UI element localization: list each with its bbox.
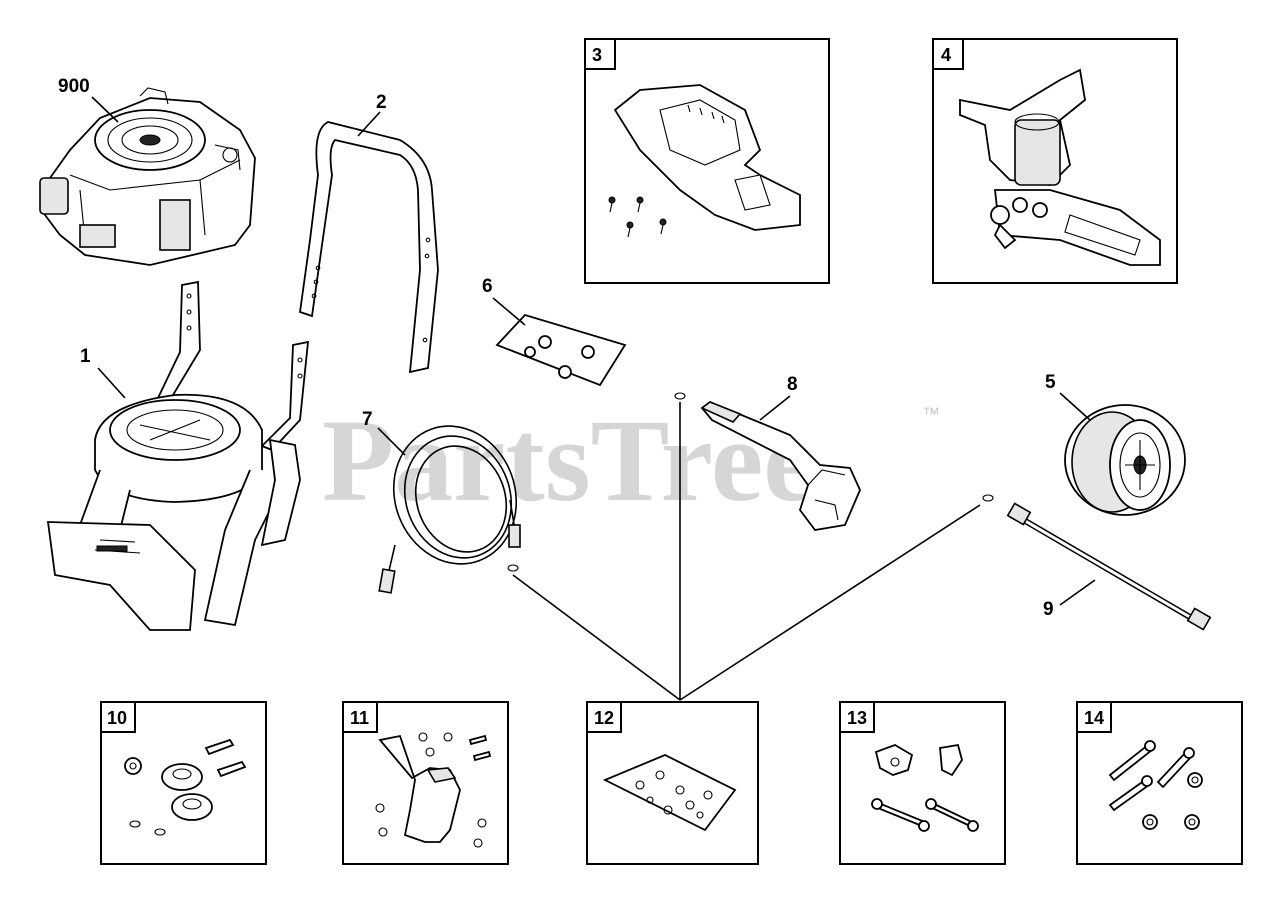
box-11[interactable]: 11 [342, 701, 509, 865]
o-ring-gun [674, 392, 686, 400]
box-12[interactable]: 12 [586, 701, 759, 865]
box-14-label: 14 [1084, 708, 1104, 728]
engine-part[interactable] [39, 87, 256, 266]
box-13-label: 13 [847, 708, 867, 728]
callout-5: 5 [1045, 372, 1056, 393]
leader-lines [512, 402, 981, 701]
box-3-label: 3 [592, 45, 602, 65]
frame-part[interactable] [46, 280, 310, 631]
lance-part[interactable] [1006, 502, 1212, 631]
watermark-trademark: ™ [922, 404, 940, 424]
callout-900: 900 [58, 76, 90, 97]
nozzles [524, 335, 595, 379]
o-ring-hose [507, 564, 519, 572]
handle-part[interactable] [299, 121, 439, 374]
callout-7: 7 [362, 409, 373, 430]
o-ring-lance [982, 494, 994, 502]
box-3[interactable]: 3 [584, 38, 830, 284]
box-14[interactable]: 14 [1076, 701, 1243, 865]
callout-6: 6 [482, 276, 493, 297]
box-11-label: 11 [350, 708, 369, 728]
box-12-label: 12 [594, 708, 614, 728]
nozzle-kit-part[interactable] [495, 313, 627, 387]
hose-part[interactable] [375, 409, 536, 594]
spray-gun-part[interactable] [700, 400, 861, 531]
box-10-label: 10 [107, 708, 127, 728]
wheel-part[interactable] [1064, 404, 1186, 516]
callout-2: 2 [376, 92, 387, 113]
box-4[interactable]: 4 [932, 38, 1178, 284]
callout-1: 1 [80, 346, 91, 367]
box-13[interactable]: 13 [839, 701, 1006, 865]
callout-9: 9 [1043, 599, 1054, 620]
box-4-label: 4 [941, 45, 951, 65]
screws [608, 196, 667, 238]
box-10[interactable]: 10 [100, 701, 267, 865]
callout-8: 8 [787, 374, 798, 395]
